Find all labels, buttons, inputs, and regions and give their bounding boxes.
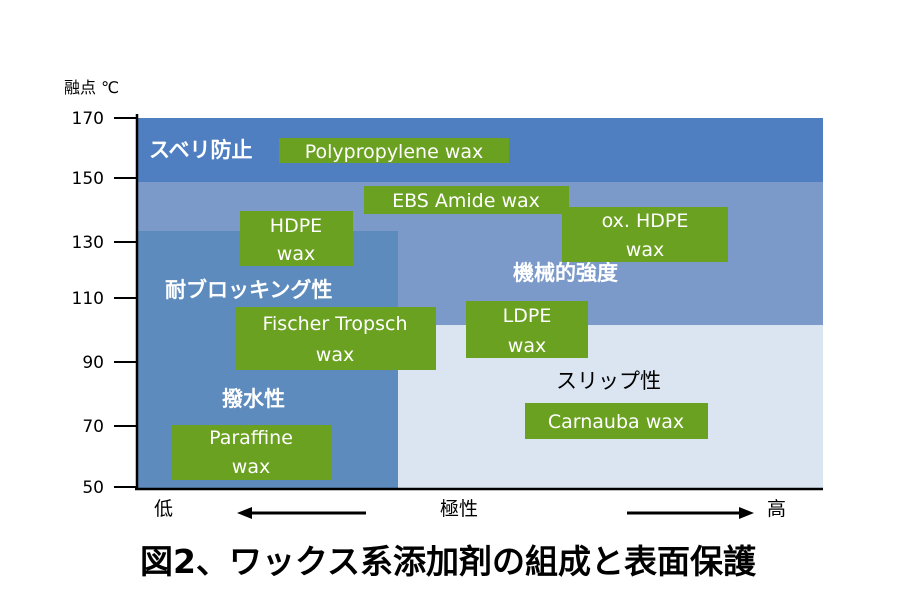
region-label-anti-blocking: 耐ブロッキング性 [165, 278, 332, 302]
arrow-right [627, 507, 754, 519]
wax-label: Carnauba wax [548, 411, 684, 433]
x-axis-title: 極性 [440, 498, 478, 520]
x-axis-low-label: 低 [154, 498, 173, 520]
wax-ebs-amide: EBS Amide wax [364, 186, 569, 214]
figure-caption: 図2、ワックス系添加剤の組成と表面保護 [140, 542, 757, 581]
y-tick-label: 130 [72, 233, 104, 253]
y-tick-50: 50 [82, 478, 137, 498]
wax-box [235, 307, 436, 370]
wax-box [466, 301, 588, 358]
y-tick-110: 110 [72, 289, 137, 309]
wax-polypropylene: Polypropylene wax [279, 138, 509, 163]
y-axis-label: 融点 ℃ [64, 78, 119, 97]
wax-label: ox. HDPE [602, 210, 689, 232]
region-label-anti-slip: スベリ防止 [149, 138, 253, 162]
y-tick-130: 130 [72, 233, 137, 253]
wax-box [171, 425, 331, 480]
y-tick-label: 70 [82, 417, 104, 437]
wax-box [240, 211, 353, 266]
wax-label: wax [277, 243, 315, 265]
region-label-slip: スリップ性 [556, 369, 661, 393]
wax-label: wax [626, 239, 664, 261]
wax-box [562, 207, 728, 262]
wax-label: Paraffine [209, 427, 293, 449]
wax-label: LDPE [503, 305, 552, 327]
wax-label: HDPE [270, 215, 322, 237]
y-tick-label: 150 [72, 169, 104, 189]
wax-label: wax [232, 456, 270, 478]
wax-label: wax [508, 335, 546, 357]
wax-hdpe: HDPE wax [240, 211, 353, 266]
region-label-water-repellency: 撥水性 [222, 387, 285, 411]
y-tick-150: 150 [72, 169, 137, 189]
wax-carnauba: Carnauba wax [525, 403, 708, 439]
y-tick-70: 70 [82, 417, 137, 437]
wax-ox-hdpe: ox. HDPE wax [562, 207, 728, 262]
wax-box [364, 186, 569, 214]
wax-ldpe: LDPE wax [466, 301, 588, 358]
wax-label: Polypropylene wax [305, 141, 483, 163]
y-tick-90: 90 [82, 353, 137, 373]
y-tick-label: 90 [82, 353, 104, 373]
wax-box [525, 403, 708, 439]
wax-label: EBS Amide wax [392, 190, 540, 212]
x-axis-high-label: 高 [767, 498, 786, 520]
region-label-mechanical-strength: 機械的強度 [513, 261, 618, 285]
wax-box [279, 138, 509, 163]
wax-paraffine: Paraffine wax [171, 425, 331, 480]
wax-label: Fischer Tropsch [262, 313, 407, 335]
y-tick-label: 50 [82, 478, 104, 498]
y-tick-label: 110 [72, 289, 104, 309]
y-tick-170: 170 [72, 109, 137, 129]
y-tick-label: 170 [72, 109, 104, 129]
arrow-left [237, 507, 366, 519]
wax-label: wax [316, 344, 354, 366]
wax-fischer-tropsch: Fischer Tropsch wax [235, 307, 436, 370]
